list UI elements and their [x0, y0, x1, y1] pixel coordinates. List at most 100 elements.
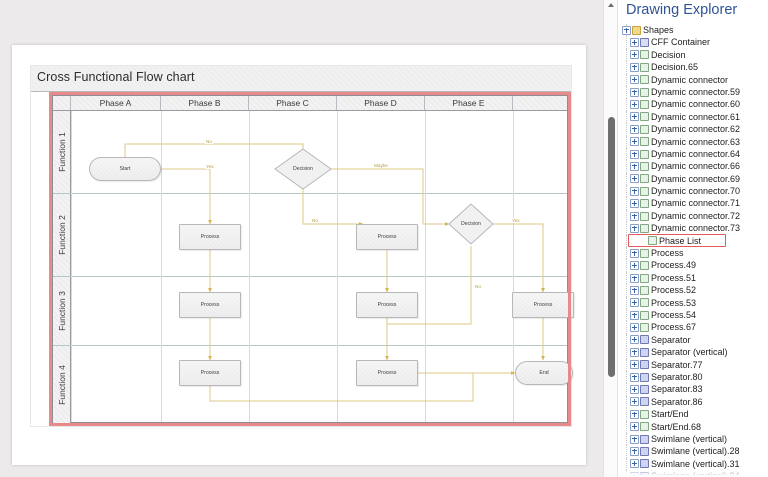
expand-plus-icon[interactable] — [630, 87, 639, 97]
tree-node[interactable]: Separator.80 — [618, 370, 768, 384]
tree-node[interactable]: Dynamic connector.62 — [618, 123, 768, 136]
expand-plus-icon[interactable] — [630, 112, 639, 122]
swimlane-label-2[interactable]: Function 2 — [53, 194, 71, 276]
tree-node[interactable]: Process.51 — [618, 271, 768, 285]
tree-node[interactable]: Swimlane (vertical) — [618, 432, 768, 446]
tree-node[interactable]: Separator.83 — [618, 383, 768, 396]
shape-terminator[interactable]: End — [515, 361, 573, 385]
tree-node[interactable]: Process.54 — [618, 308, 768, 322]
shape-process[interactable]: Process — [512, 292, 574, 318]
shape-decision[interactable]: Decision — [274, 148, 332, 190]
tree-node[interactable]: Process.52 — [618, 284, 768, 297]
tree-node[interactable]: Separator (vertical) — [618, 346, 768, 359]
expand-plus-icon[interactable] — [630, 409, 639, 419]
tree-node[interactable]: Dynamic connector — [618, 73, 768, 86]
swimlane-1[interactable]: Function 1 — [53, 111, 567, 194]
tree-node[interactable]: Shapes — [618, 24, 768, 37]
tree-node[interactable]: Dynamic connector.69 — [618, 172, 768, 186]
tree-node[interactable]: Start/End.68 — [618, 420, 768, 433]
shape-decision[interactable]: Decision — [448, 203, 494, 245]
tree-node[interactable]: Process.49 — [618, 259, 768, 272]
shape-process[interactable]: Process — [356, 292, 418, 318]
expand-plus-icon[interactable] — [630, 323, 639, 333]
expand-plus-icon[interactable] — [622, 25, 631, 35]
expand-plus-icon[interactable] — [630, 174, 639, 184]
expand-plus-icon[interactable] — [630, 199, 639, 209]
phase-header-5[interactable]: Phase E — [425, 96, 513, 110]
expand-plus-icon[interactable] — [630, 50, 639, 60]
tree-node[interactable]: Start/End — [618, 408, 768, 421]
scroll-up-arrow-icon[interactable] — [608, 3, 614, 7]
tree-node[interactable]: Dynamic connector.72 — [618, 209, 768, 223]
tree-node[interactable]: Dynamic connector.63 — [618, 135, 768, 148]
tree-node[interactable]: Separator.86 — [618, 395, 768, 409]
expand-plus-icon[interactable] — [630, 360, 639, 370]
tree-node[interactable]: Dynamic connector.71 — [618, 197, 768, 210]
expand-plus-icon[interactable] — [630, 310, 639, 320]
phase-header-4[interactable]: Phase D — [337, 96, 425, 110]
tree-node[interactable]: Dynamic connector.61 — [618, 110, 768, 124]
expand-plus-icon[interactable] — [630, 335, 639, 345]
phase-header-2[interactable]: Phase B — [161, 96, 249, 110]
tree-node[interactable]: Dynamic connector.59 — [618, 85, 768, 99]
chart-title-bar[interactable]: Cross Functional Flow chart — [31, 66, 571, 92]
phase-header-3[interactable]: Phase C — [249, 96, 337, 110]
tree-node[interactable]: Swimlane (vertical).28 — [618, 445, 768, 458]
tree-node[interactable]: Decision — [618, 48, 768, 62]
expand-plus-icon[interactable] — [630, 137, 639, 147]
tree-node[interactable]: Dynamic connector.64 — [618, 147, 768, 161]
expand-plus-icon[interactable] — [630, 124, 639, 134]
expand-plus-icon[interactable] — [630, 471, 639, 477]
expand-plus-icon[interactable] — [630, 372, 639, 382]
expand-plus-icon[interactable] — [630, 285, 639, 295]
swimlane-label-1[interactable]: Function 1 — [53, 111, 71, 193]
tree-node[interactable]: Dynamic connector.60 — [618, 98, 768, 111]
shape-process[interactable]: Process — [179, 224, 241, 250]
expand-plus-icon[interactable] — [630, 186, 639, 196]
expand-plus-icon[interactable] — [630, 298, 639, 308]
phase-header-1[interactable]: Phase A — [71, 96, 161, 110]
expand-plus-icon[interactable] — [630, 261, 639, 271]
tree-node[interactable]: Swimlane (vertical).34 — [618, 470, 768, 477]
shape-process[interactable]: Process — [356, 360, 418, 386]
expand-plus-icon[interactable] — [630, 211, 639, 221]
expand-plus-icon[interactable] — [630, 273, 639, 283]
shape-process[interactable]: Process — [179, 292, 241, 318]
shape-process[interactable]: Process — [179, 360, 241, 386]
tree-node[interactable]: Separator — [618, 333, 768, 347]
swimlane-2[interactable]: Function 2 — [53, 194, 567, 277]
tree-node[interactable]: Phase List — [618, 234, 768, 248]
expand-plus-icon[interactable] — [630, 248, 639, 258]
expand-plus-icon[interactable] — [630, 75, 639, 85]
swimlane-label-4[interactable]: Function 4 — [53, 346, 71, 423]
expand-plus-icon[interactable] — [630, 149, 639, 159]
tree-node[interactable]: Process.67 — [618, 321, 768, 334]
tree-node[interactable]: Process — [618, 247, 768, 260]
expand-plus-icon[interactable] — [630, 223, 639, 233]
expand-plus-icon[interactable] — [630, 100, 639, 110]
expand-plus-icon[interactable] — [630, 397, 639, 407]
expand-plus-icon[interactable] — [630, 434, 639, 444]
expand-plus-icon[interactable] — [630, 446, 639, 456]
expand-plus-icon[interactable] — [630, 161, 639, 171]
tree-node[interactable]: Dynamic connector.73 — [618, 222, 768, 235]
expand-plus-icon[interactable] — [630, 347, 639, 357]
swimlane-label-3[interactable]: Function 3 — [53, 277, 71, 345]
expand-plus-icon[interactable] — [630, 459, 639, 469]
expand-plus-icon[interactable] — [630, 38, 639, 48]
canvas-vertical-scrollbar[interactable] — [603, 0, 618, 477]
tree-node[interactable]: Decision.65 — [618, 61, 768, 74]
scrollbar-thumb[interactable] — [608, 117, 615, 377]
tree-node[interactable]: Dynamic connector.66 — [618, 160, 768, 173]
tree-node[interactable]: Dynamic connector.70 — [618, 185, 768, 198]
expand-plus-icon[interactable] — [630, 422, 639, 432]
tree-node[interactable]: Process.53 — [618, 296, 768, 309]
shape-terminator[interactable]: Start — [89, 157, 161, 181]
expand-plus-icon[interactable] — [630, 385, 639, 395]
